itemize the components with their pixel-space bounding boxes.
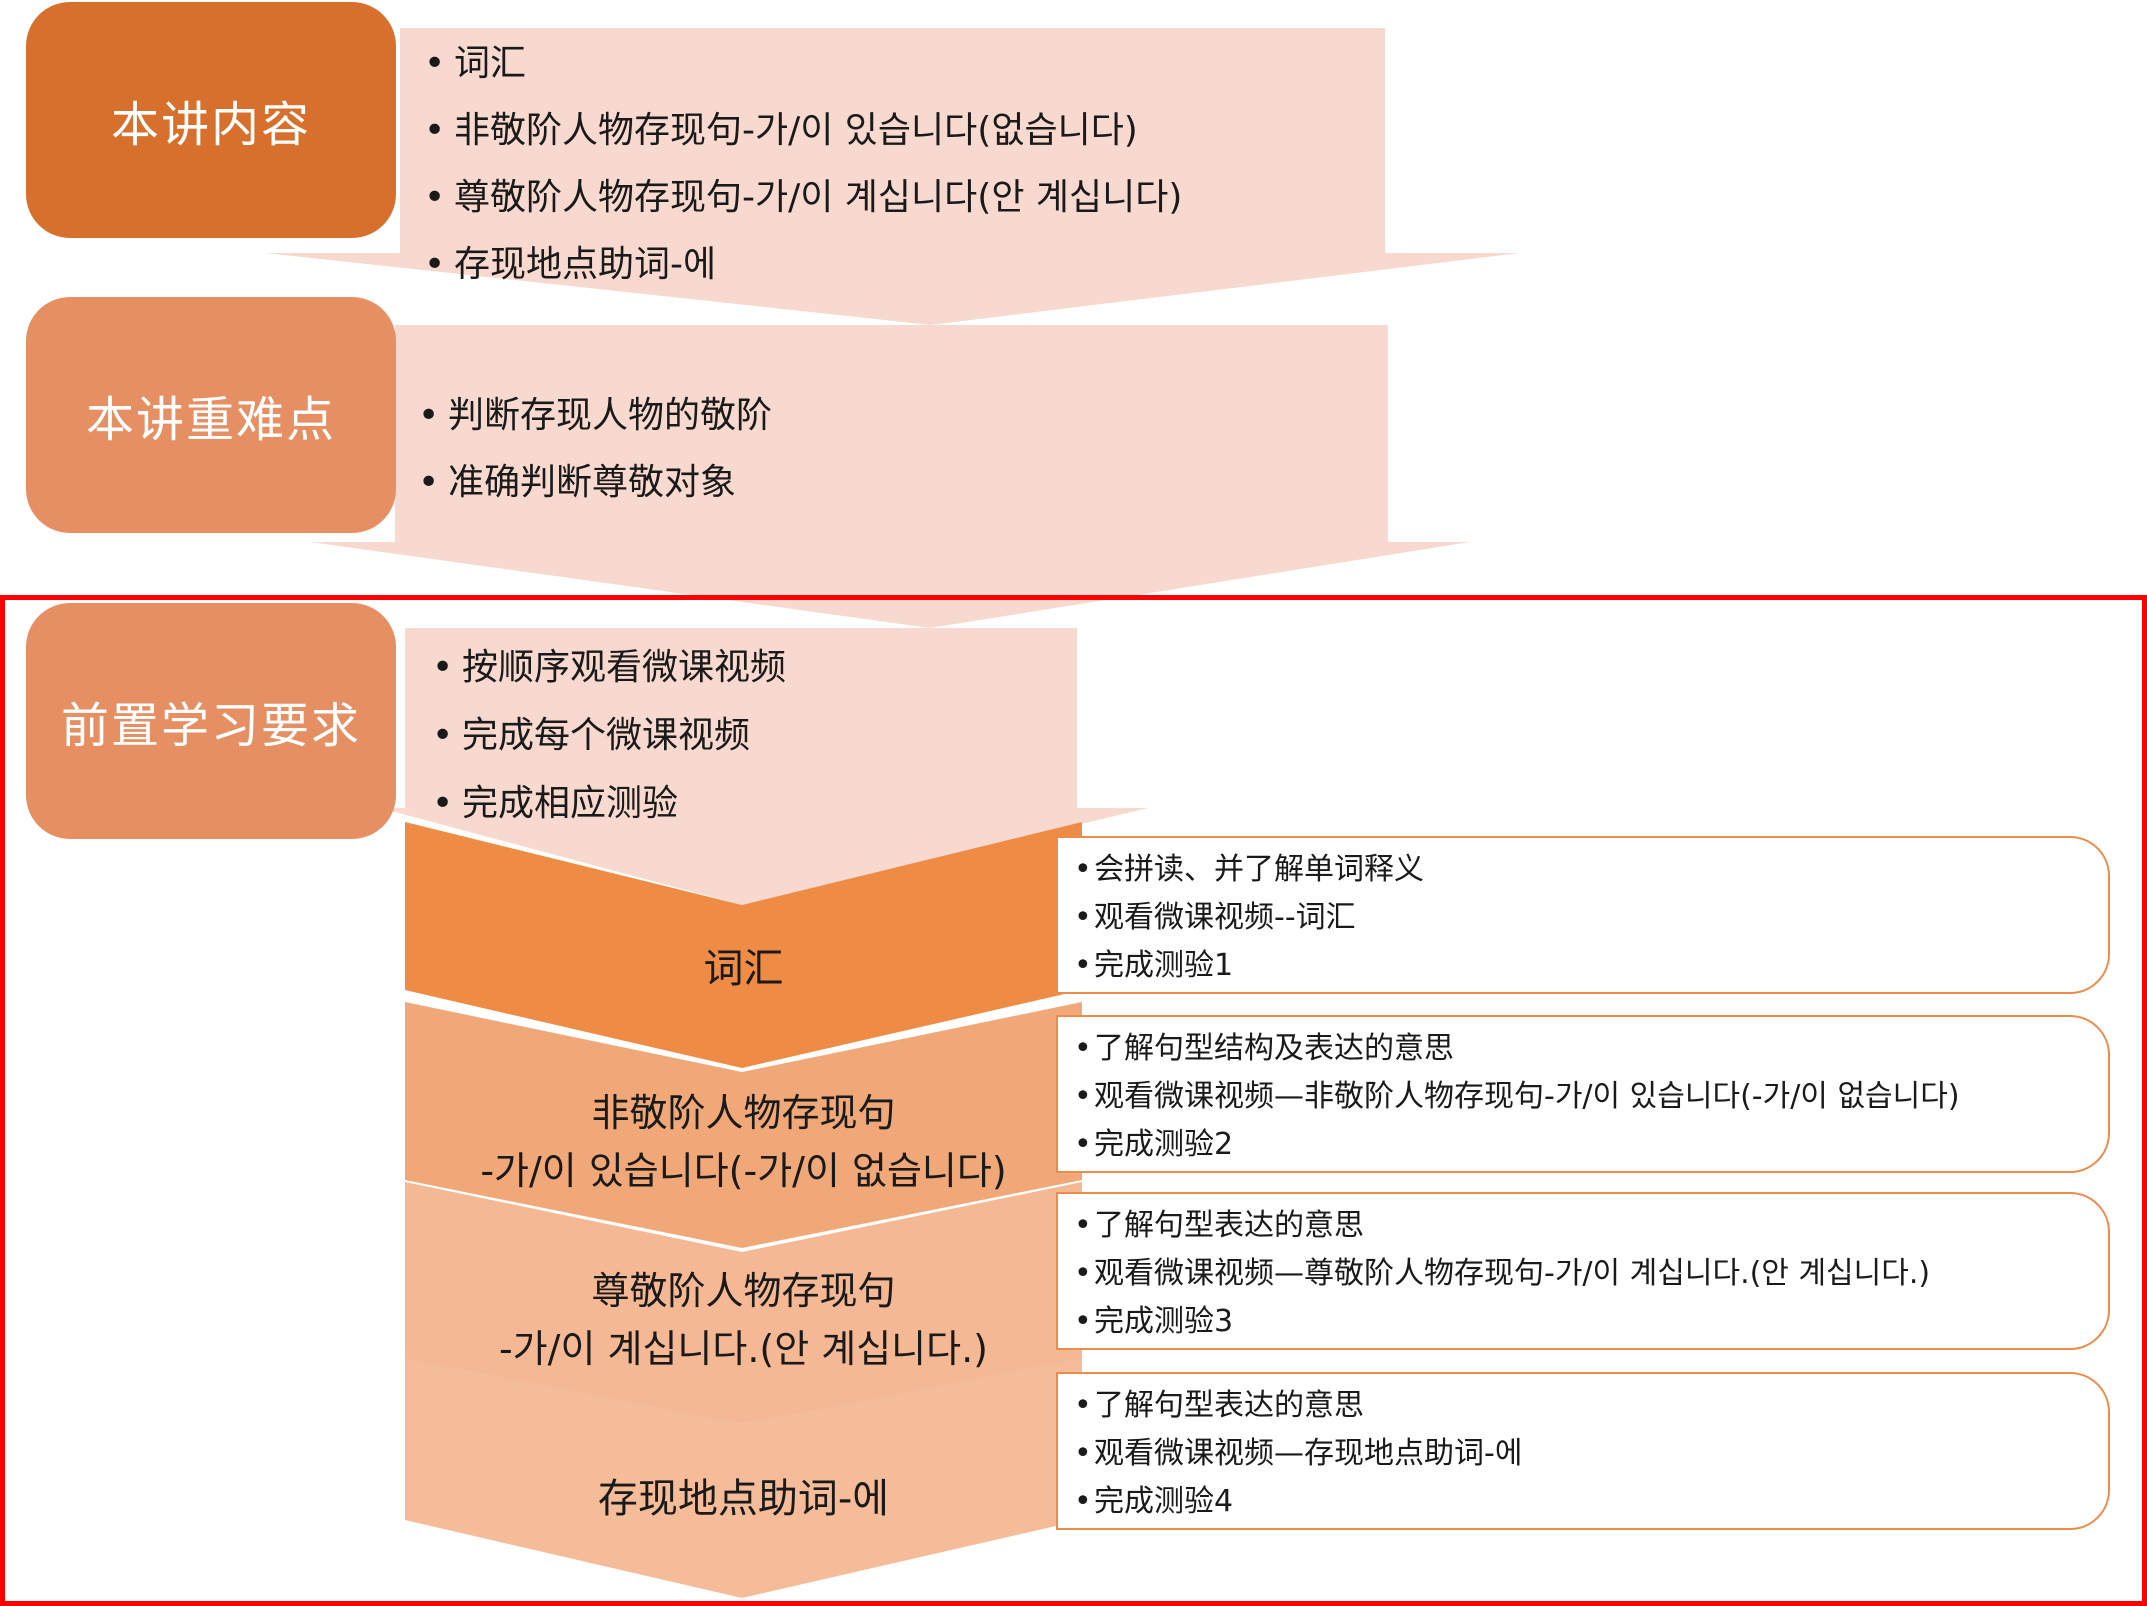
step-detail-list: 了解句型表达的意思 观看微课视频—存现地点助词-에 完成测验4 bbox=[1072, 1382, 2108, 1526]
step-detail-list: 会拼读、并了解单词释义 观看微课视频--词汇 完成测验1 bbox=[1072, 846, 2108, 990]
step-detail-item: 观看微课视频—非敬阶人物存现句-가/이 있습니다(-가/이 없습니다) bbox=[1072, 1073, 2108, 1121]
step-detail-4: 了解句型表达的意思 观看微课视频—存现地点助词-에 完成测验4 bbox=[1056, 1372, 2110, 1530]
content-bullet-list: 词汇 非敬阶人物存现句-가/이 있습니다(없습니다) 尊敬阶人物存现句-가/이 … bbox=[420, 30, 1182, 298]
content-bullet: 非敬阶人物存现句-가/이 있습니다(없습니다) bbox=[420, 97, 1182, 164]
prereq-bullet: 完成相应测验 bbox=[428, 770, 786, 838]
content-bullet: 尊敬阶人物存现句-가/이 계십니다(안 계십니다) bbox=[420, 164, 1182, 231]
step-label-vocabulary: 词汇 bbox=[405, 940, 1082, 998]
step-detail-item: 完成测验4 bbox=[1072, 1478, 2108, 1526]
section-label-content: 本讲内容 bbox=[26, 2, 396, 238]
step-label-line: 存现地点助词-에 bbox=[597, 1476, 890, 1522]
highlight-frame bbox=[0, 595, 2147, 1606]
section-label-key-points: 本讲重难点 bbox=[26, 297, 396, 533]
step-detail-item: 完成测验2 bbox=[1072, 1121, 2108, 1169]
section-label-prerequisites: 前置学习要求 bbox=[26, 603, 396, 839]
step-chevron-1 bbox=[405, 822, 1082, 1068]
step-label-line: 词汇 bbox=[703, 946, 784, 992]
step-detail-item: 完成测验3 bbox=[1072, 1298, 2108, 1346]
step-label-line: 非敬阶人物存现句 bbox=[591, 1091, 896, 1135]
step-detail-item: 了解句型结构及表达的意思 bbox=[1072, 1025, 2108, 1073]
step-chevron-2 bbox=[405, 1002, 1082, 1248]
step-label-line: -가/이 계십니다.(안 계십니다.) bbox=[498, 1327, 989, 1371]
step-detail-2: 了解句型结构及表达的意思 观看微课视频—非敬阶人物存现句-가/이 있습니다(-가… bbox=[1056, 1015, 2110, 1173]
prereq-bullet: 完成每个微课视频 bbox=[428, 702, 786, 770]
step-detail-3: 了解句型表达的意思 观看微课视频—尊敬阶人物存现句-가/이 계십니다.(안 계십… bbox=[1056, 1192, 2110, 1350]
step-chevron-3 bbox=[405, 1182, 1082, 1424]
key-point-bullet: 准确判断尊敬对象 bbox=[414, 449, 772, 516]
step-detail-list: 了解句型表达的意思 观看微课视频—尊敬阶人物存现句-가/이 계십니다.(안 계십… bbox=[1072, 1202, 2108, 1346]
prereq-bullet: 按顺序观看微课视频 bbox=[428, 634, 786, 702]
step-detail-item: 观看微课视频—尊敬阶人物存现句-가/이 계십니다.(안 계십니다.) bbox=[1072, 1250, 2108, 1298]
step-detail-item: 了解句型表达的意思 bbox=[1072, 1202, 2108, 1250]
content-bullet: 存现地点助词-에 bbox=[420, 231, 1182, 298]
step-detail-1: 会拼读、并了解单词释义 观看微课视频--词汇 完成测验1 bbox=[1056, 836, 2110, 994]
step-detail-item: 了解句型表达的意思 bbox=[1072, 1382, 2108, 1430]
step-detail-list: 了解句型结构及表达的意思 观看微课视频—非敬阶人物存现句-가/이 있습니다(-가… bbox=[1072, 1025, 2108, 1169]
key-point-bullet: 判断存现人物的敬阶 bbox=[414, 382, 772, 449]
step-detail-item: 观看微课视频--词汇 bbox=[1072, 894, 2108, 942]
step-chevron-4 bbox=[405, 1358, 1082, 1598]
step-detail-item: 完成测验1 bbox=[1072, 942, 2108, 990]
step-label-location-particle: 存现地点助词-에 bbox=[405, 1470, 1082, 1528]
key-points-bullet-list: 判断存现人物的敬阶 准确判断尊敬对象 bbox=[414, 382, 772, 516]
content-bullet: 词汇 bbox=[420, 30, 1182, 97]
step-detail-item: 观看微课视频—存现地点助词-에 bbox=[1072, 1430, 2108, 1478]
step-label-line: -가/이 있습니다(-가/이 없습니다) bbox=[480, 1149, 1007, 1193]
step-detail-item: 会拼读、并了解单词释义 bbox=[1072, 846, 2108, 894]
step-label-honorific: 尊敬阶人物存现句 -가/이 계십니다.(안 계십니다.) bbox=[405, 1262, 1082, 1378]
step-label-line: 尊敬阶人物存现句 bbox=[591, 1269, 896, 1313]
step-label-non-honorific: 非敬阶人物存现句 -가/이 있습니다(-가/이 없습니다) bbox=[405, 1084, 1082, 1200]
prereq-bullet-list: 按顺序观看微课视频 完成每个微课视频 完成相应测验 bbox=[428, 634, 786, 838]
